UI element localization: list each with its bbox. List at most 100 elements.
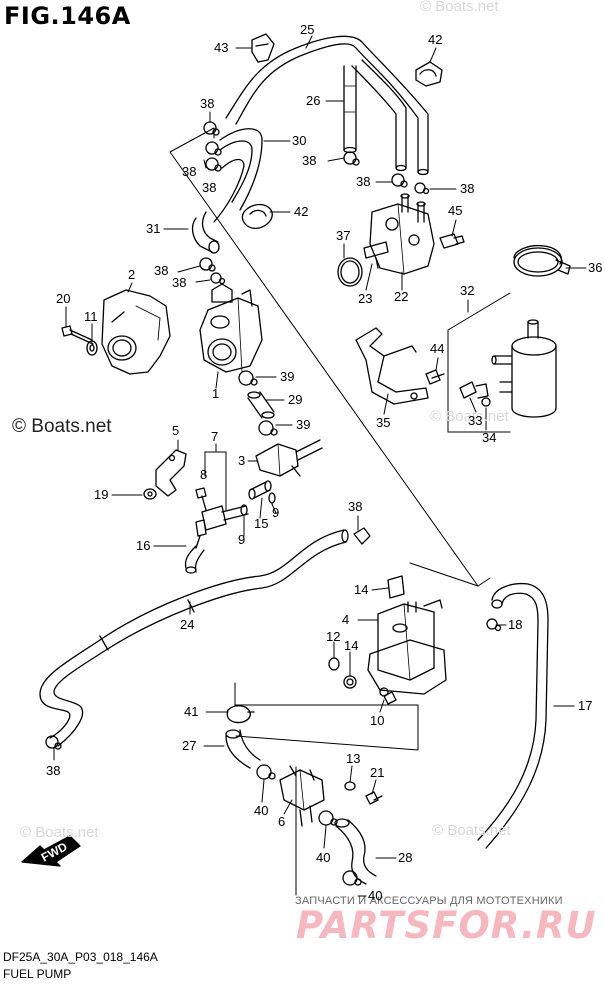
washer-12 [328, 657, 340, 671]
figure-title: FIG.146A [4, 2, 131, 30]
figure-name: FUEL PUMP [3, 967, 72, 981]
callout-45: 45 [448, 203, 463, 218]
hose-27 [225, 729, 261, 769]
pump-head-22 [369, 193, 435, 275]
callout-9: 9 [238, 532, 246, 547]
callout-38: 38 [200, 96, 215, 111]
callout-21: 21 [370, 765, 385, 780]
callout-39: 39 [280, 369, 295, 384]
callout-14: 14 [344, 638, 359, 653]
hose-24 [39, 529, 349, 747]
callout-35: 35 [376, 415, 391, 430]
hose-26 [343, 59, 407, 172]
hose-16 [184, 545, 205, 574]
clips-38-mid [199, 257, 226, 285]
watermark-faint-2: © Boats.net [430, 408, 509, 425]
callout-12: 12 [326, 629, 341, 644]
callout-28: 28 [398, 850, 413, 865]
nut-14b [343, 675, 357, 689]
fuel-pump-4 [367, 599, 447, 697]
union-joint-7 [195, 505, 249, 549]
clip-41 [226, 705, 255, 724]
clip-40b [318, 810, 338, 826]
clips-39 [238, 370, 278, 436]
callout-38: 38 [172, 275, 187, 290]
o-rings-9 [240, 492, 276, 516]
callout-3: 3 [238, 453, 246, 468]
bolt-21 [365, 791, 383, 805]
callout-26: 26 [306, 93, 321, 108]
hose-29 [247, 391, 275, 419]
watermark-boats-net: © Boats.net [12, 416, 112, 437]
callout-39: 39 [296, 417, 311, 432]
callout-5: 5 [172, 423, 180, 438]
callout-31: 31 [146, 221, 161, 236]
bracket-5 [155, 449, 187, 497]
clip-38-lower [45, 527, 371, 750]
brand-logo: PARTSFOR.RU [296, 904, 597, 947]
callout-40: 40 [316, 850, 331, 865]
callout-33: 33 [468, 413, 483, 428]
callout-40: 40 [254, 803, 269, 818]
bolt-44 [425, 369, 445, 385]
callout-43: 43 [214, 40, 229, 55]
callout-36: 36 [588, 260, 603, 275]
callout-20: 20 [56, 291, 71, 306]
filter-housing-1 [199, 283, 263, 373]
o-ring-37 [337, 257, 363, 287]
callout-38: 38 [46, 763, 61, 778]
callout-7: 7 [211, 429, 219, 444]
callout-32: 32 [460, 283, 475, 298]
hose-30 [213, 128, 263, 223]
brand-tagline: ЗАПЧАСТИ И АКСЕССУАРЫ ДЛЯ МОТОТЕХНИКИ [295, 895, 563, 907]
callout-27: 27 [182, 738, 197, 753]
watermark-faint-4: © Boats.net [432, 822, 511, 839]
callout-30: 30 [292, 133, 307, 148]
clamp-36 [513, 244, 571, 277]
callout-1: 1 [212, 386, 220, 401]
callout-22: 22 [394, 289, 409, 304]
watermark-faint-3: © Boats.net [20, 824, 99, 841]
callout-13: 13 [346, 751, 361, 766]
bolt-45 [439, 233, 465, 249]
callout-34: 34 [482, 430, 497, 445]
joint-6 [279, 765, 325, 827]
bolt-20 [61, 325, 94, 345]
callout-41: 41 [184, 704, 199, 719]
hose-15 [248, 480, 272, 500]
clip-40c [342, 870, 362, 886]
callout-17: 17 [578, 698, 593, 713]
bolt-19 [143, 488, 157, 500]
callout-38: 38 [202, 180, 217, 195]
callout-38: 38 [182, 164, 197, 179]
hose-25 [225, 35, 429, 176]
clip-40a [256, 764, 276, 780]
callout-25: 25 [300, 22, 315, 37]
section-boundary-lines [169, 127, 511, 896]
bracket-35 [355, 327, 429, 405]
callout-38: 38 [348, 499, 363, 514]
figure-code: DF25A_30A_P03_018_146A [3, 950, 158, 964]
callout-9: 9 [272, 505, 280, 520]
callout-2: 2 [128, 267, 136, 282]
callout-44: 44 [430, 341, 445, 356]
callout-37: 37 [336, 228, 351, 243]
callout-6: 6 [278, 814, 286, 829]
valve-3 [255, 439, 323, 477]
callout-10: 10 [370, 713, 385, 728]
leader-lines [53, 35, 587, 897]
callout-38: 38 [302, 153, 317, 168]
fittings-33-34 [459, 381, 491, 407]
callout-29: 29 [288, 392, 303, 407]
callout-16: 16 [136, 538, 151, 553]
callout-42: 42 [294, 204, 309, 219]
hose-17 [477, 582, 549, 849]
callout-11: 11 [84, 309, 98, 324]
hose-31 [191, 211, 220, 254]
damper-13 [344, 781, 356, 791]
bolt-10 [383, 691, 397, 705]
callout-18: 18 [508, 617, 523, 632]
callout-38: 38 [460, 181, 475, 196]
callout-38: 38 [356, 174, 371, 189]
